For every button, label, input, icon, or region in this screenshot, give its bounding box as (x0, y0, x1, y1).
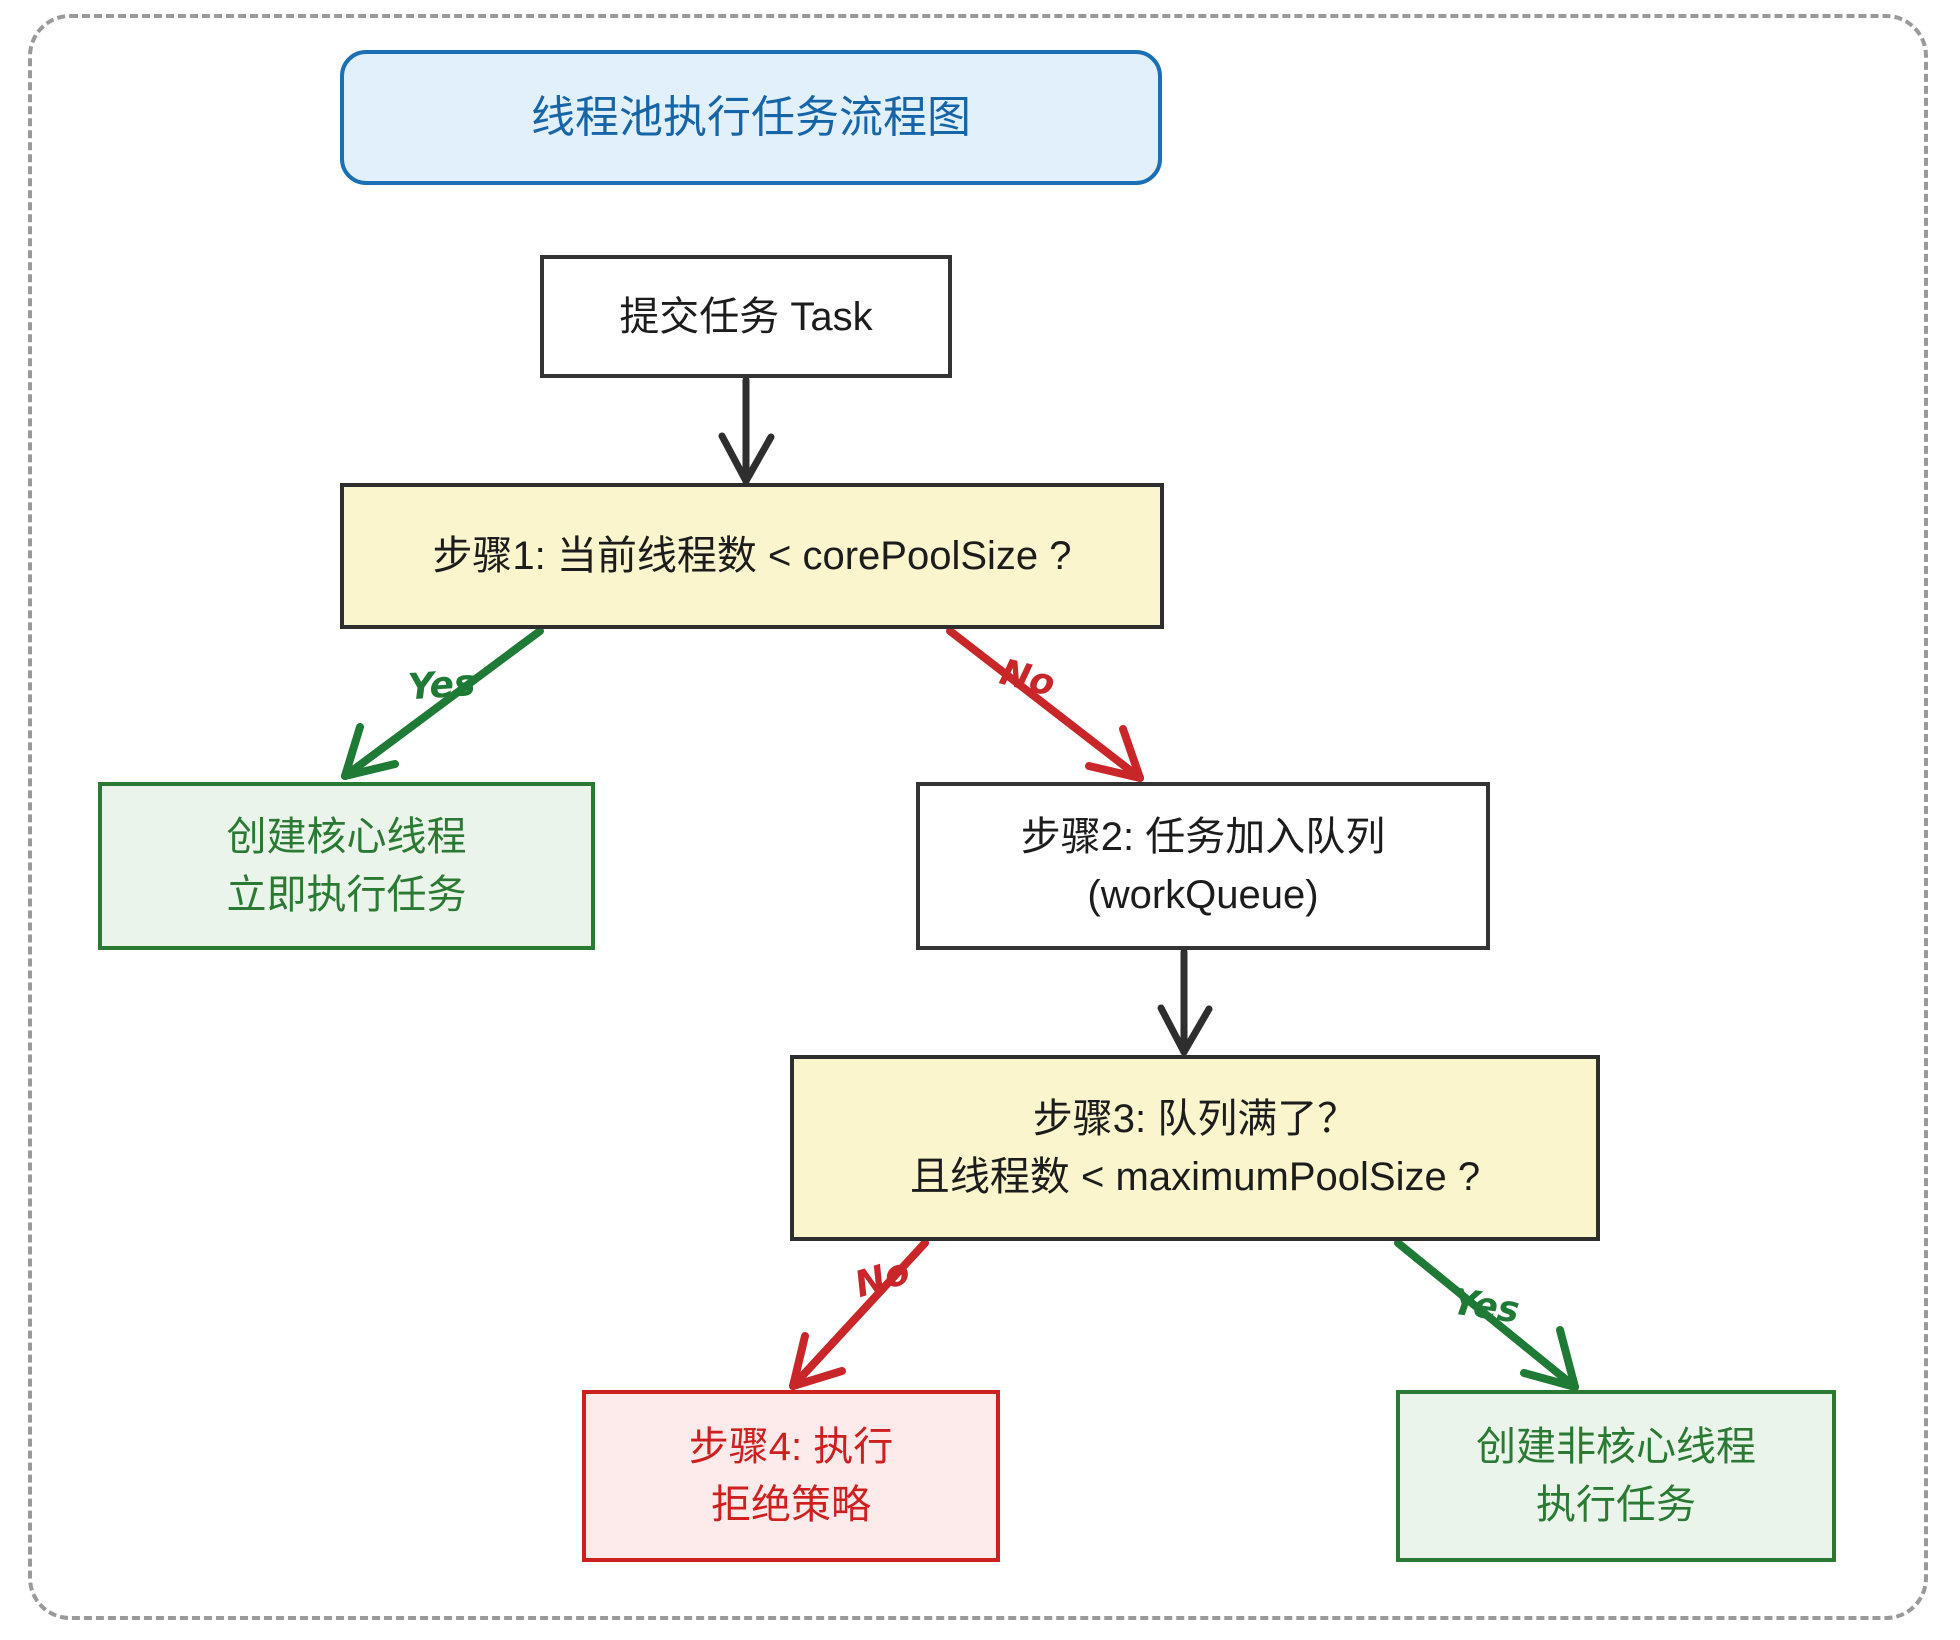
node-step2-label: 步骤2: 任务加入队列 (workQueue) (1020, 815, 1386, 917)
node-step4-label: 步骤4: 执行 拒绝策略 (688, 1425, 894, 1527)
node-step1-decision[interactable]: 步骤1: 当前线程数 < corePoolSize ? (340, 483, 1164, 629)
node-step2-enqueue[interactable]: 步骤2: 任务加入队列 (workQueue) (916, 782, 1490, 950)
node-step4-reject-policy[interactable]: 步骤4: 执行 拒绝策略 (582, 1390, 1000, 1562)
node-create-noncore-thread-label: 创建非核心线程 执行任务 (1476, 1425, 1756, 1527)
node-submit-task-label: 提交任务 Task (619, 294, 873, 339)
node-step3-label: 步骤3: 队列满了？ 且线程数 < maximumPoolSize ? (909, 1097, 1481, 1199)
diagram-title: 线程池执行任务流程图 (340, 50, 1162, 185)
node-create-core-thread[interactable]: 创建核心线程 立即执行任务 (98, 782, 595, 950)
diagram-frame-border (28, 14, 1928, 1620)
node-step3-decision[interactable]: 步骤3: 队列满了？ 且线程数 < maximumPoolSize ? (790, 1055, 1600, 1241)
node-step1-label: 步骤1: 当前线程数 < corePoolSize ? (432, 534, 1072, 578)
node-create-core-thread-label: 创建核心线程 立即执行任务 (226, 815, 467, 917)
diagram-title-text: 线程池执行任务流程图 (531, 92, 971, 142)
node-create-noncore-thread[interactable]: 创建非核心线程 执行任务 (1396, 1390, 1836, 1562)
node-submit-task[interactable]: 提交任务 Task (540, 255, 952, 378)
edge-label-yes-step1: Yes (406, 662, 477, 709)
